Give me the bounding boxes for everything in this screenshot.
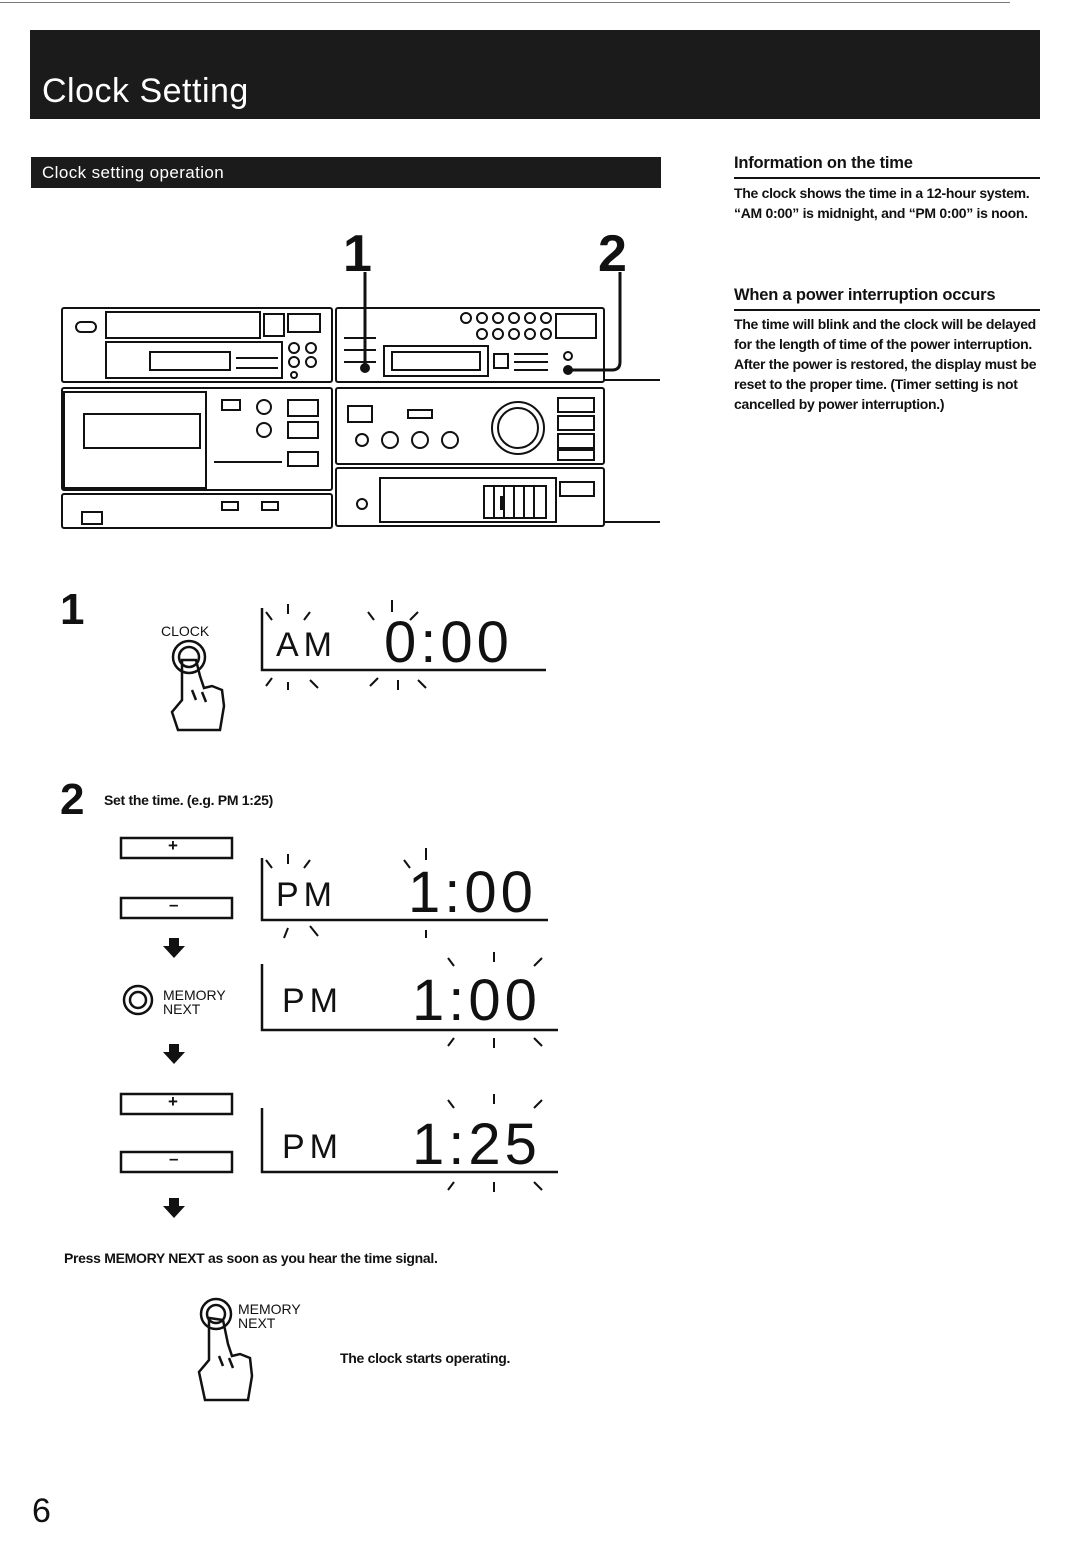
display-am-time: 0:00 <box>384 610 513 675</box>
result-text: The clock starts operating. <box>340 1350 511 1366</box>
display-a-ampm: PM <box>276 876 337 914</box>
callout-1: 1 <box>343 225 372 283</box>
final-instruction: Press MEMORY NEXT as soon as you hear th… <box>64 1250 438 1266</box>
next-label-final: NEXT <box>238 1315 276 1331</box>
section-title: Clock setting operation <box>42 163 225 182</box>
clock-button-label: CLOCK <box>161 623 210 639</box>
memory-label-final: MEMORY <box>238 1301 301 1317</box>
plus-button-label-2: + <box>168 1092 178 1111</box>
info-rule <box>734 177 1040 179</box>
plus-button-label-1: + <box>168 836 178 855</box>
page-number: 6 <box>32 1492 51 1530</box>
title-bar <box>30 30 1040 119</box>
display-am-000: AM 0:00 <box>260 600 546 690</box>
display-a-time: 1:00 <box>408 860 537 925</box>
info-line-2: “AM 0:00” is midnight, and “PM 0:00” is … <box>734 205 1028 221</box>
display-b-ampm: PM <box>282 982 343 1020</box>
minus-button-label-1: – <box>169 895 179 914</box>
power-text: The time will blink and the clock will b… <box>734 316 1037 412</box>
power-body: The time will blink and the clock will b… <box>734 314 1038 414</box>
display-pm-100-blink-min: PM 1:00 <box>260 952 558 1048</box>
step-1-number: 1 <box>60 585 85 634</box>
display-pm-125: PM 1:25 <box>260 1094 558 1192</box>
step-2-number: 2 <box>60 775 85 824</box>
display-c-ampm: PM <box>282 1128 343 1166</box>
power-rule <box>734 309 1040 311</box>
display-am-label: AM <box>276 626 337 664</box>
minus-button-label-2: – <box>169 1149 179 1168</box>
power-heading: When a power interruption occurs <box>734 286 996 304</box>
info-line-1: The clock shows the time in a 12-hour sy… <box>734 185 1030 201</box>
memory-label-1: MEMORY <box>163 987 226 1003</box>
display-pm-100-blink-pm: PM 1:00 <box>260 848 548 939</box>
top-rule <box>0 2 1010 3</box>
step-2-instruction: Set the time. (e.g. PM 1:25) <box>104 792 273 808</box>
next-label-1: NEXT <box>163 1001 201 1017</box>
display-c-time: 1:25 <box>412 1112 541 1177</box>
section-bar <box>31 157 661 188</box>
callout-2: 2 <box>598 225 627 283</box>
info-heading: Information on the time <box>734 154 913 172</box>
page-title: Clock Setting <box>42 72 249 110</box>
info-body: The clock shows the time in a 12-hour sy… <box>734 183 1034 223</box>
display-b-time: 1:00 <box>412 968 541 1033</box>
